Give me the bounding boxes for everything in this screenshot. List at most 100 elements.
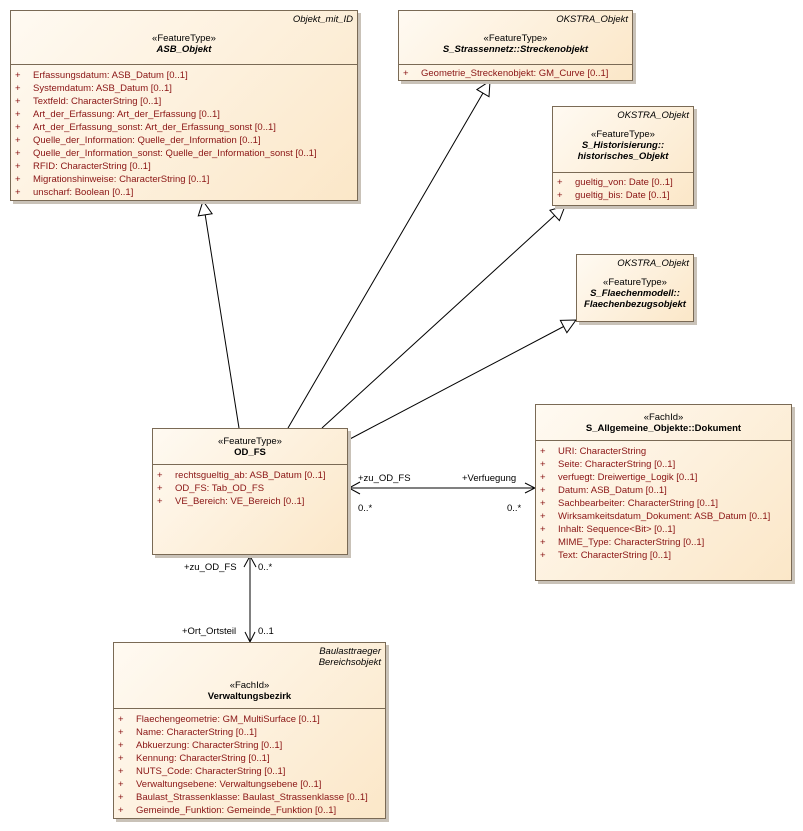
visibility-marker: + <box>15 109 21 120</box>
class-header: «FeatureType» OD_FS <box>153 429 347 465</box>
attribute: +OD_FS: Tab_OD_FS <box>157 483 265 494</box>
visibility-marker: + <box>15 148 21 159</box>
parent-tag: Objekt_mit_ID <box>292 14 353 25</box>
attribute: +rechtsgueltig_ab: ASB_Datum [0..1] <box>157 470 326 481</box>
attribute-list: +URI: CharacterString +Seite: CharacterS… <box>536 441 791 562</box>
visibility-marker: + <box>15 187 21 198</box>
class-header: OKSTRA_Objekt «FeatureType» S_Historisie… <box>553 107 693 173</box>
attribute: +RFID: CharacterString [0..1] <box>15 161 151 172</box>
visibility-marker: + <box>540 537 546 548</box>
visibility-marker: + <box>118 714 124 725</box>
attribute: +Textfeld: CharacterString [0..1] <box>15 96 162 107</box>
visibility-marker: + <box>157 483 163 494</box>
class-verwaltungsbezirk[interactable]: Baulasttraeger Bereichsobjekt «FachId» V… <box>113 642 386 819</box>
parent-tag: OKSTRA_Objekt <box>617 110 689 121</box>
attribute: +Systemdatum: ASB_Datum [0..1] <box>15 83 172 94</box>
generalization-to-flaechenbezugsobjekt <box>347 320 576 441</box>
visibility-marker: + <box>540 524 546 535</box>
attribute: +Gemeinde_Funktion: Gemeinde_Funktion [0… <box>118 805 337 816</box>
attribute: +Erfassungsdatum: ASB_Datum [0..1] <box>15 70 188 81</box>
parent-tag-line-1: Baulasttraeger <box>319 646 381 657</box>
class-name: S_Strassennetz::Streckenobjekt <box>442 44 589 55</box>
attribute-list: +Flaechengeometrie: GM_MultiSurface [0..… <box>114 709 385 817</box>
attribute: +gueltig_bis: Date [0..1] <box>557 190 670 201</box>
stereotype: «FachId» <box>229 680 270 691</box>
attribute: +Art_der_Erfassung: Art_der_Erfassung [0… <box>15 109 220 120</box>
attribute: +Inhalt: Sequence<Bit> [0..1] <box>540 524 676 535</box>
stereotype: «FeatureType» <box>603 277 667 288</box>
visibility-marker: + <box>557 177 563 188</box>
class-header: «FachId» S_Allgemeine_Objekte::Dokument <box>536 405 791 441</box>
attribute-list: +rechtsgueltig_ab: ASB_Datum [0..1] +OD_… <box>153 465 347 508</box>
generalization-to-historisches-objekt <box>321 206 565 429</box>
attribute-list: +Erfassungsdatum: ASB_Datum [0..1] +Syst… <box>11 65 357 199</box>
parent-tag: Baulasttraeger Bereichsobjekt <box>319 646 381 668</box>
visibility-marker: + <box>118 740 124 751</box>
visibility-marker: + <box>15 174 21 185</box>
attribute: +verfuegt: Dreiwertige_Logik [0..1] <box>540 472 698 483</box>
visibility-marker: + <box>540 459 546 470</box>
visibility-marker: + <box>15 83 21 94</box>
attribute: +Migrationshinweise: CharacterString [0.… <box>15 174 210 185</box>
visibility-marker: + <box>15 135 21 146</box>
multiplicity-right-label: 0..* <box>507 503 522 514</box>
attribute: +Verwaltungsebene: Verwaltungsebene [0..… <box>118 779 322 790</box>
association-arrowhead-left <box>347 481 361 495</box>
attribute: +gueltig_von: Date [0..1] <box>557 177 673 188</box>
visibility-marker: + <box>540 550 546 561</box>
attribute: +Name: CharacterString [0..1] <box>118 727 257 738</box>
parent-tag: OKSTRA_Objekt <box>617 258 689 269</box>
class-header: OKSTRA_Objekt «FeatureType» S_Strassenne… <box>399 11 632 65</box>
class-historisches-objekt[interactable]: OKSTRA_Objekt «FeatureType» S_Historisie… <box>552 106 694 206</box>
generalization-to-streckenobjekt <box>287 81 490 429</box>
visibility-marker: + <box>540 472 546 483</box>
visibility-marker: + <box>403 68 409 79</box>
class-asb-objekt[interactable]: Objekt_mit_ID «FeatureType» ASB_Objekt +… <box>10 10 358 201</box>
visibility-marker: + <box>118 805 124 816</box>
visibility-marker: + <box>540 485 546 496</box>
attribute: +Baulast_Strassenklasse: Baulast_Strasse… <box>118 792 368 803</box>
visibility-marker: + <box>118 779 124 790</box>
visibility-marker: + <box>118 792 124 803</box>
class-name-line-1: S_Historisierung:: <box>581 140 665 151</box>
attribute-list: +Geometrie_Streckenobjekt: GM_Curve [0..… <box>399 65 632 80</box>
attribute: +unscharf: Boolean [0..1] <box>15 187 134 198</box>
class-flaechenbezugsobjekt[interactable]: OKSTRA_Objekt «FeatureType» S_Flaechenmo… <box>576 254 694 322</box>
visibility-marker: + <box>118 727 124 738</box>
role-zu-od-fs-bezirk-label: +zu_OD_FS <box>184 562 237 573</box>
visibility-marker: + <box>157 470 163 481</box>
visibility-marker: + <box>540 498 546 509</box>
attribute: +Flaechengeometrie: GM_MultiSurface [0..… <box>118 714 320 725</box>
stereotype: «FeatureType» <box>483 33 548 44</box>
attribute-list: +gueltig_von: Date [0..1] +gueltig_bis: … <box>553 173 693 202</box>
attribute: +Quelle_der_Information_sonst: Quelle_de… <box>15 148 317 159</box>
class-name-line-2: historisches_Objekt <box>577 151 669 162</box>
attribute: +Wirksamkeitsdatum_Dokument: ASB_Datum [… <box>540 511 771 522</box>
attribute: +Geometrie_Streckenobjekt: GM_Curve [0..… <box>403 68 609 79</box>
visibility-marker: + <box>15 96 21 107</box>
class-name-line-2: Flaechenbezugsobjekt <box>584 299 686 310</box>
multiplicity-left-label: 0..* <box>358 503 373 514</box>
class-name: OD_FS <box>234 447 266 458</box>
stereotype: «FeatureType» <box>152 33 216 44</box>
attribute: +NUTS_Code: CharacterString [0..1] <box>118 766 286 777</box>
class-dokument[interactable]: «FachId» S_Allgemeine_Objekte::Dokument … <box>535 404 792 581</box>
visibility-marker: + <box>118 766 124 777</box>
attribute: +Seite: CharacterString [0..1] <box>540 459 676 470</box>
visibility-marker: + <box>15 161 21 172</box>
role-verfuegung-label: +Verfuegung <box>462 473 517 484</box>
class-name: ASB_Objekt <box>156 44 212 55</box>
role-ort-ortsteil-label: +Ort_Ortsteil <box>182 626 237 637</box>
class-streckenobjekt[interactable]: OKSTRA_Objekt «FeatureType» S_Strassenne… <box>398 10 633 81</box>
attribute: +Datum: ASB_Datum [0..1] <box>540 485 667 496</box>
association-arrowhead-top <box>243 554 257 568</box>
class-name-line-1: S_Flaechenmodell:: <box>590 288 680 299</box>
class-od-fs[interactable]: «FeatureType» OD_FS +rechtsgueltig_ab: A… <box>152 428 348 555</box>
attribute: +Kennung: CharacterString [0..1] <box>118 753 270 764</box>
class-header: OKSTRA_Objekt «FeatureType» S_Flaechenmo… <box>577 255 693 321</box>
attribute: +URI: CharacterString <box>540 446 647 457</box>
stereotype: «FeatureType» <box>591 129 655 140</box>
parent-tag: OKSTRA_Objekt <box>556 14 628 25</box>
